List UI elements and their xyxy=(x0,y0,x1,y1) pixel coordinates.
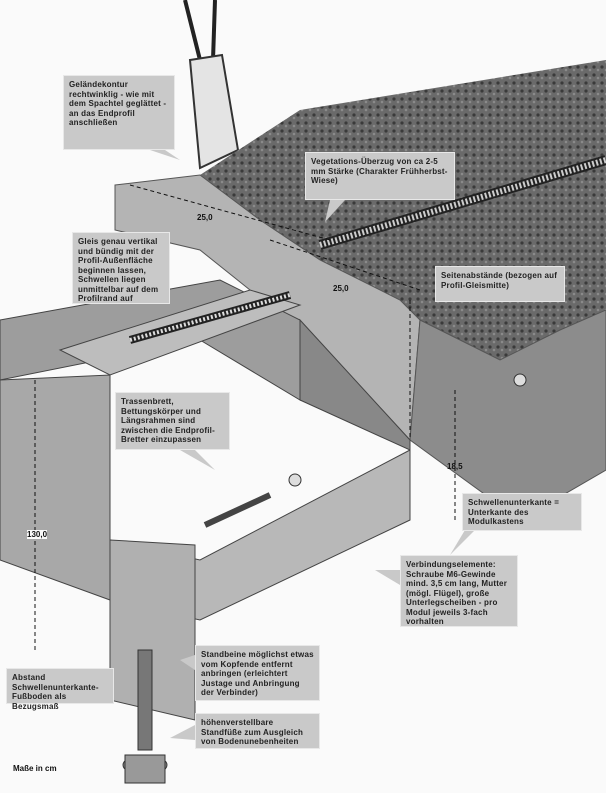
dimension-height-floor: 130,0 xyxy=(27,530,48,539)
bolt xyxy=(203,492,272,528)
callout-vegetation: Vegetations-Überzug von ca 2-5 mm Stärke… xyxy=(305,152,455,200)
module-box-left xyxy=(0,374,111,601)
callout-floor-distance: Abstand Schwellenunterkante-Fußboden als… xyxy=(6,668,114,711)
callout-connectors: Verbindungselemente: Schraube M6-Gewinde… xyxy=(400,555,518,627)
dimension-left-side: 25,0 xyxy=(197,213,213,222)
spatula-icon xyxy=(183,0,240,170)
callout-feet: höhenverstellbare Standfüße zum Ausgleic… xyxy=(195,713,320,749)
terrain-side-face xyxy=(409,309,606,521)
callout-terrain-contour: Geländekontur rechtwinklig - wie mit dem… xyxy=(63,75,175,150)
callout-sleeper-bottom: Schwellenunterkante = Unterkante des Mod… xyxy=(462,493,582,531)
adjustable-foot xyxy=(137,649,153,751)
track-terrain xyxy=(318,155,606,250)
callout-pointers xyxy=(150,150,475,740)
callout-track-alignment: Gleis genau vertikal und bündig mit der … xyxy=(72,232,170,304)
callout-track-board: Trassenbrett, Bettungskörper und Längsra… xyxy=(115,392,230,450)
dimension-right-side: 25,0 xyxy=(333,284,349,293)
callout-legs: Standbeine möglichst etwas vom Kopfende … xyxy=(195,645,320,701)
dimension-lines xyxy=(34,184,456,650)
dimension-height-right: 18,5 xyxy=(447,462,463,471)
module-box-right xyxy=(299,318,411,451)
callout-side-distances: Seitenabstände (bezogen auf Profil-Gleis… xyxy=(435,266,565,302)
units-note: Maße in cm xyxy=(13,764,57,773)
